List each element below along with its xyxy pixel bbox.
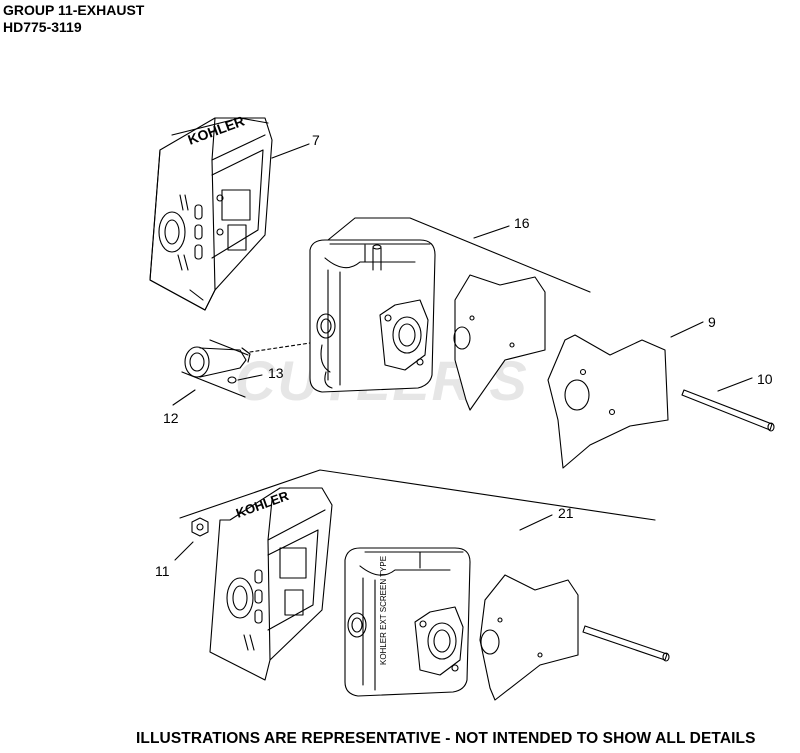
gasket-9: [547, 334, 669, 469]
stud-10: [681, 389, 775, 432]
muffler-upper: [309, 239, 436, 393]
heat-shield-lower: KOHLER: [209, 487, 333, 681]
spark-arrestor: [181, 339, 251, 398]
screw-13: [227, 376, 237, 384]
muffler-label: KOHLER EXT SCREEN TYPE: [379, 556, 388, 665]
callout-11: 11: [155, 563, 170, 579]
callout-16: 16: [514, 215, 530, 231]
model-number: HD775-3119: [3, 19, 82, 35]
callout-7: 7: [312, 132, 320, 148]
muffler-lower: KOHLER EXT SCREEN TYPE: [344, 547, 471, 697]
heat-shield-upper: KOHLER: [149, 113, 273, 311]
group-title: GROUP 11-EXHAUST: [3, 2, 145, 18]
nut-11: [191, 517, 209, 537]
gasket-upper: [453, 274, 546, 411]
gasket-lower: [479, 574, 579, 701]
callout-21: 21: [558, 505, 574, 521]
callout-13: 13: [268, 365, 284, 381]
disclaimer: ILLUSTRATIONS ARE REPRESENTATIVE - NOT I…: [136, 730, 756, 747]
stud-lower: [582, 625, 670, 662]
callout-9: 9: [708, 314, 716, 330]
callout-12: 12: [163, 410, 179, 426]
callout-10: 10: [757, 371, 773, 387]
